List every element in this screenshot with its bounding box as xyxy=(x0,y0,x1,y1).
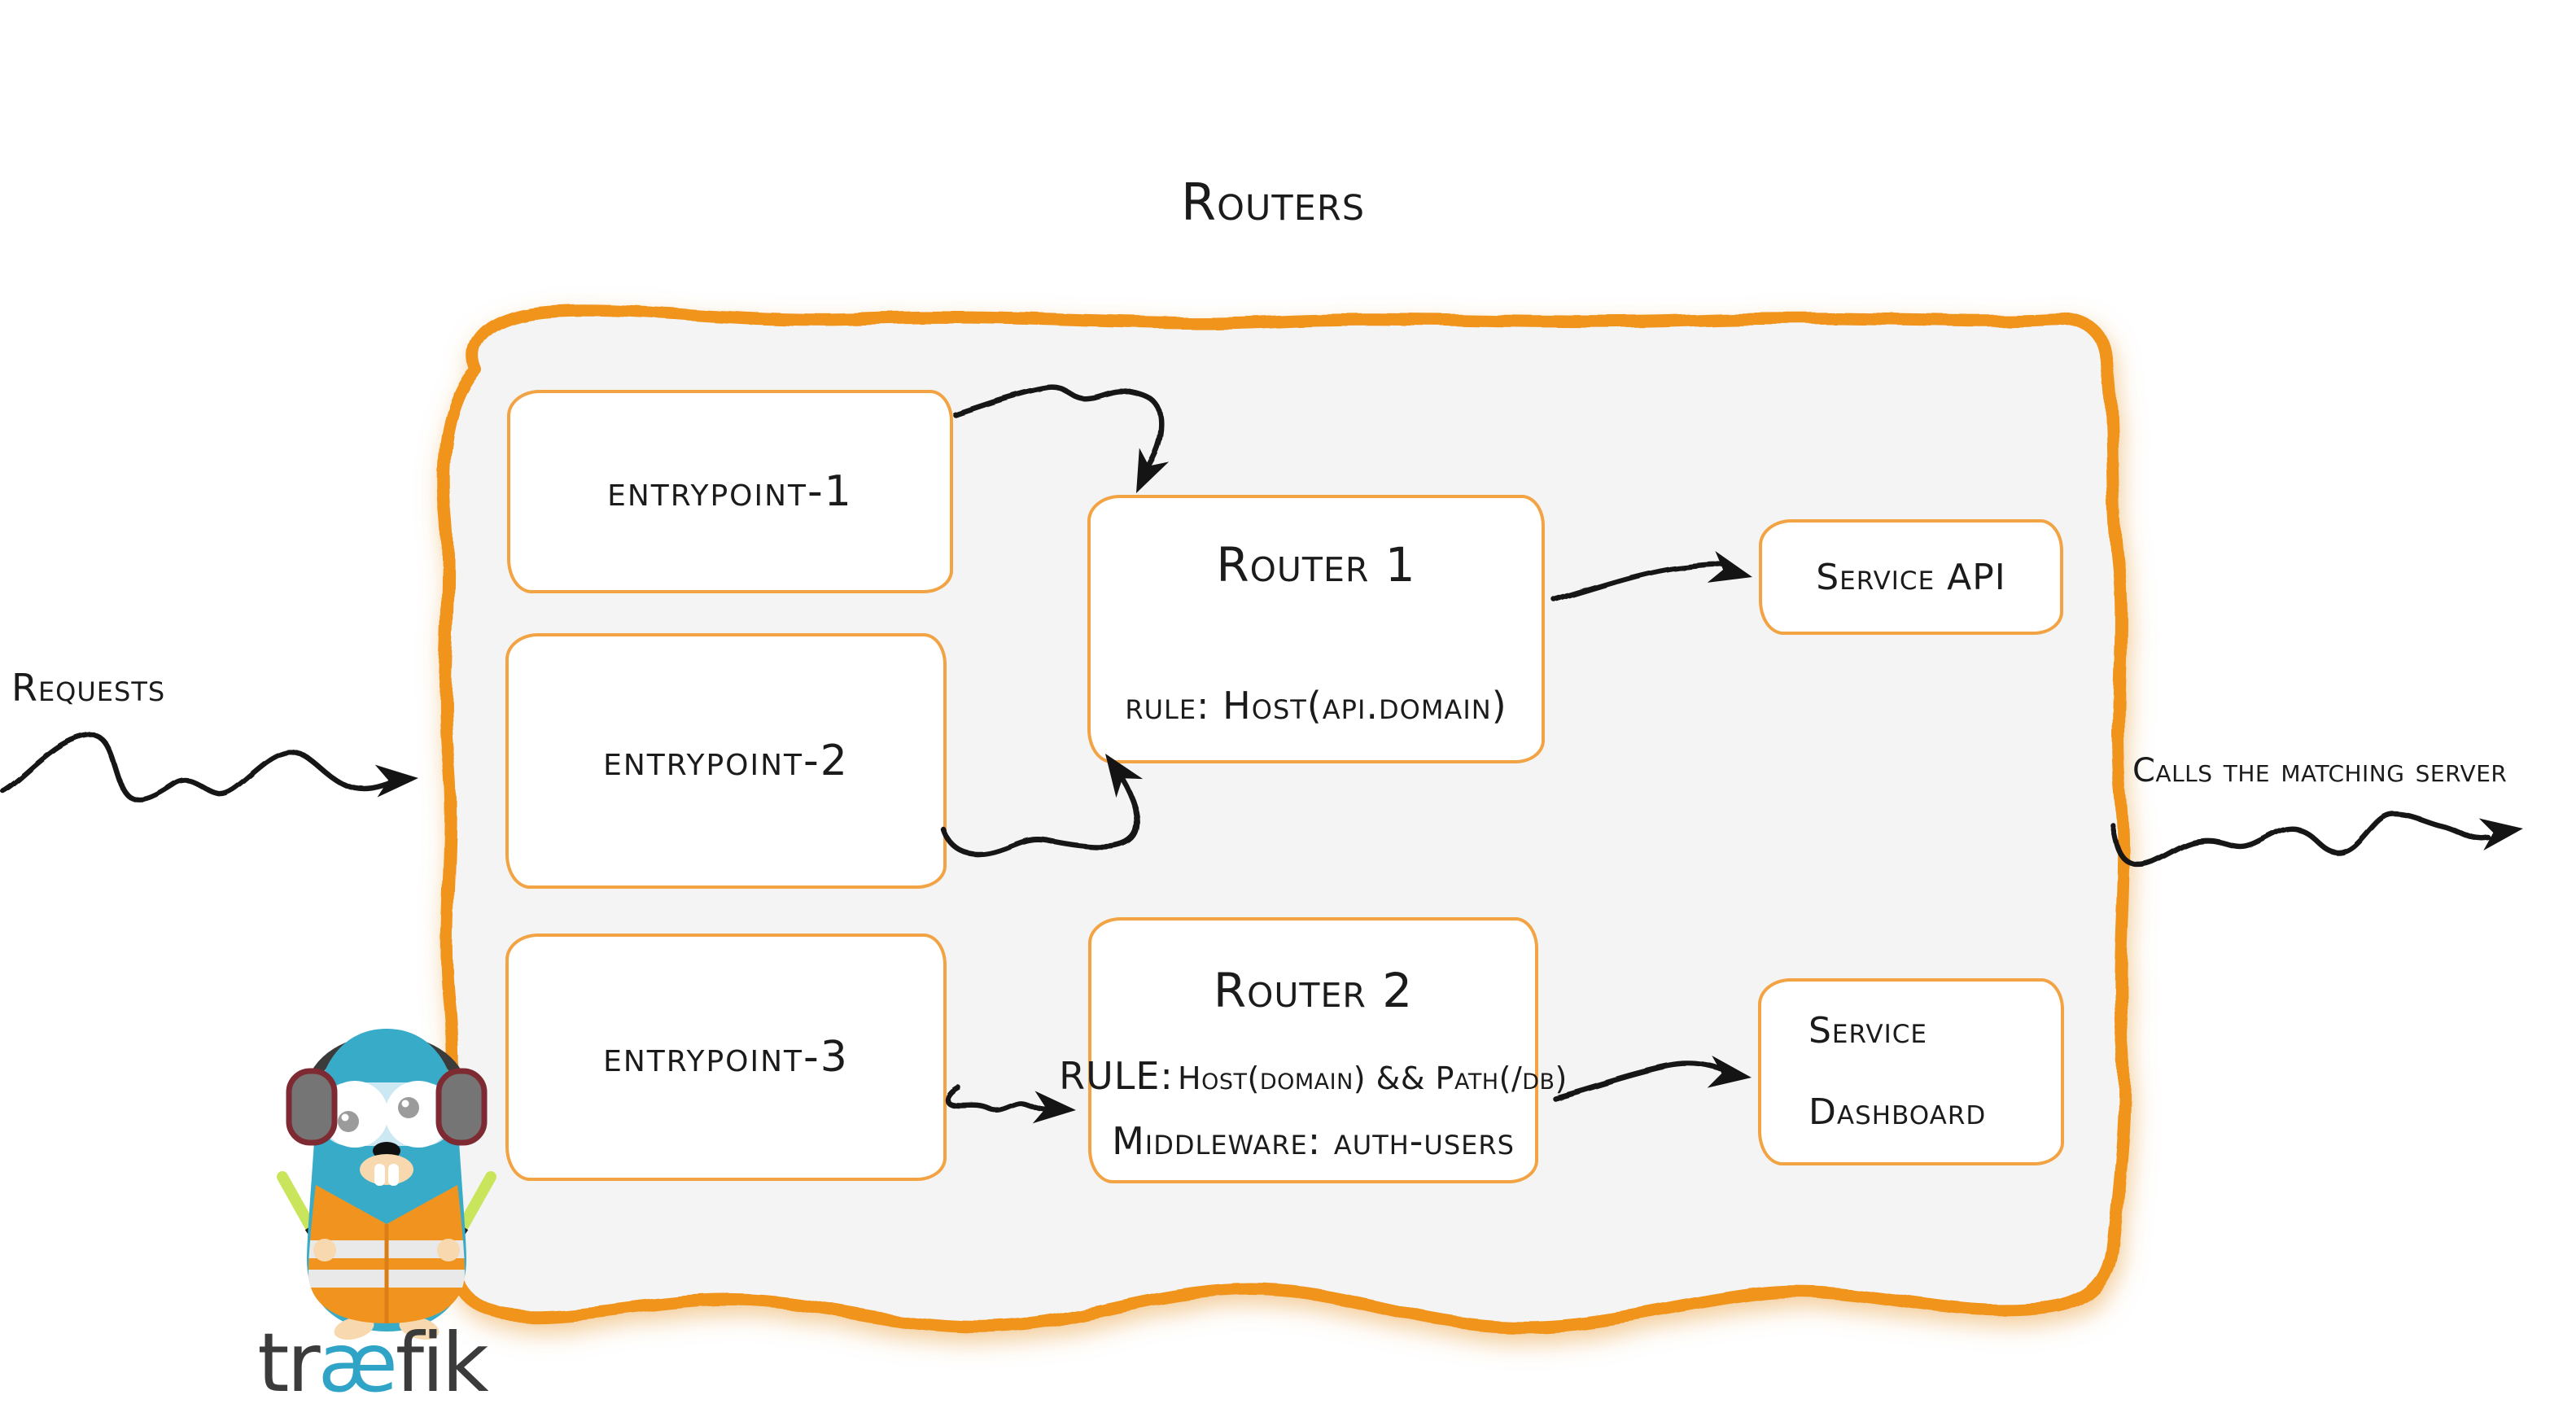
right-foot xyxy=(399,1317,440,1340)
router-2-rule: RULE: Host(domain) && Path(/db) xyxy=(1059,1054,1568,1098)
left-tooth xyxy=(374,1164,385,1186)
right-pupil xyxy=(398,1097,419,1118)
router-2-box: Router 2 RULE: Host(domain) && Path(/db)… xyxy=(1059,917,1567,1183)
service-api-box: Service API xyxy=(1759,519,2063,635)
right-tooth xyxy=(388,1164,399,1186)
entrypoint-1-box: entrypoint-1 xyxy=(507,390,953,593)
entrypoint-1-label: entrypoint-1 xyxy=(607,467,853,516)
left-pupil xyxy=(338,1111,359,1132)
muzzle xyxy=(360,1154,413,1185)
left-hand xyxy=(313,1239,336,1262)
router-1-rule: rule: Host(api.domain) xyxy=(1125,684,1507,728)
right-earcup-icon xyxy=(435,1068,488,1146)
router-2-rule-label: RULE: xyxy=(1059,1054,1174,1098)
service-dashboard-line1: Service xyxy=(1808,1010,1927,1052)
router-1-name: Router 1 xyxy=(1216,537,1416,592)
wordmark-ae: æ xyxy=(317,1315,398,1408)
entrypoint-3-box: entrypoint-3 xyxy=(505,934,947,1181)
router-2-middleware: Middleware: auth-users xyxy=(1112,1119,1515,1163)
requests-label: Requests xyxy=(11,666,166,710)
service-dashboard-line2: Dashboard xyxy=(1808,1091,1987,1133)
right-pupil-shine xyxy=(401,1100,409,1108)
right-eye xyxy=(385,1081,452,1148)
wordmark-part3: fik xyxy=(395,1315,489,1408)
entrypoint-3-label: entrypoint-3 xyxy=(603,1033,849,1082)
service-dashboard-box: Service Dashboard xyxy=(1758,978,2064,1165)
router-2-name: Router 2 xyxy=(1213,963,1414,1018)
right-hand xyxy=(437,1239,460,1262)
router-2-rule-value: Host(domain) && Path(/db) xyxy=(1178,1060,1568,1096)
left-earcup-icon xyxy=(286,1068,338,1146)
left-foot xyxy=(334,1317,374,1340)
left-pupil-shine xyxy=(341,1113,349,1122)
service-api-label: Service API xyxy=(1816,556,2006,598)
diagram-title: Routers xyxy=(1180,173,1365,232)
traefik-wordmark: træfik xyxy=(238,1320,506,1406)
right-baton-icon xyxy=(456,1171,496,1235)
entrypoint-2-label: entrypoint-2 xyxy=(603,737,849,785)
calls-matching-server-label: Calls the matching server xyxy=(2132,752,2508,789)
traefik-gopher-mascot xyxy=(277,1029,496,1340)
wordmark-part1: tr xyxy=(257,1315,320,1408)
left-baton-icon xyxy=(277,1171,317,1235)
router-1-box: Router 1 rule: Host(api.domain) xyxy=(1087,495,1545,763)
entrypoint-2-box: entrypoint-2 xyxy=(505,633,947,889)
